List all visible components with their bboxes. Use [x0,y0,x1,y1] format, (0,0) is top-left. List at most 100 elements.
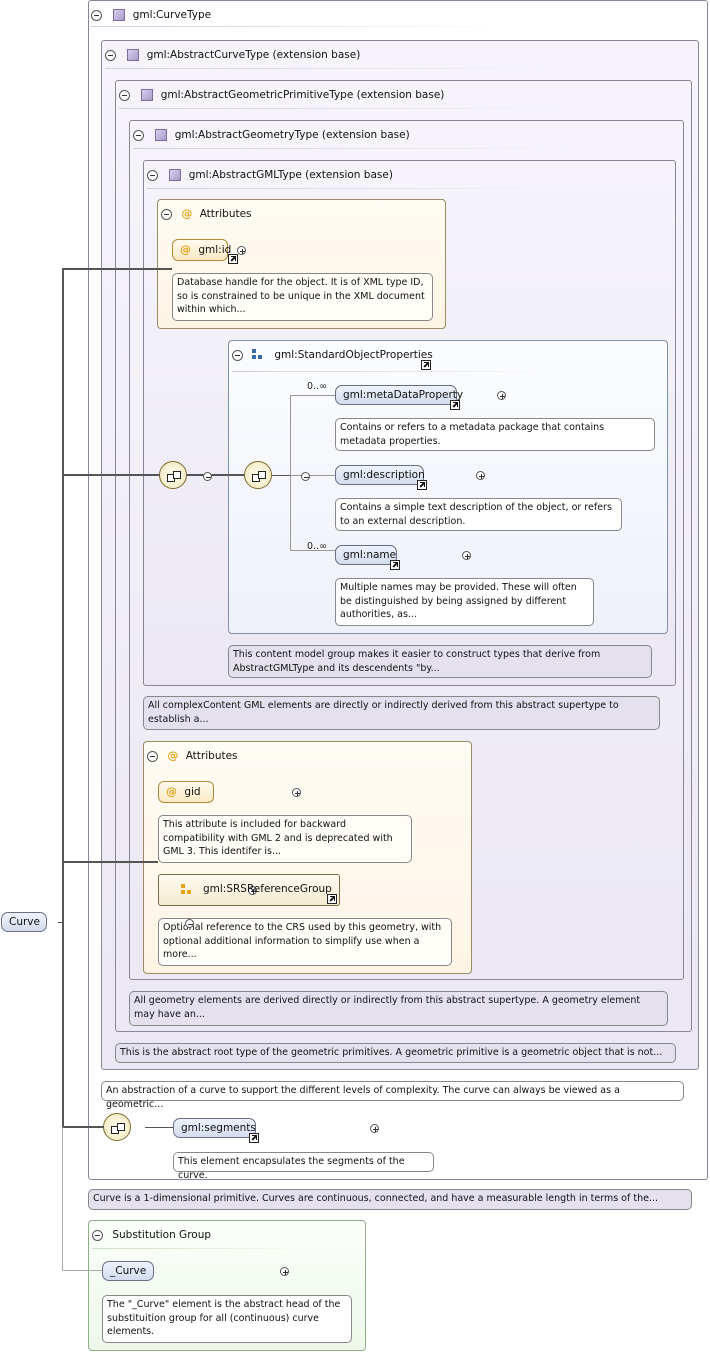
connector-line [186,474,246,476]
gid-label: gid [184,786,201,798]
collapse-icon[interactable] [147,750,158,762]
collapse-icon[interactable] [147,169,158,181]
connector-line [62,268,64,1128]
curvetype-title: gml:CurveType [132,9,212,21]
description-doc: Contains a simple text description of th… [335,498,622,531]
divider [105,68,555,69]
name-element[interactable]: gml:name [335,545,397,565]
divider [91,26,511,27]
abstract-geometry-doc: All geometry elements are derived direct… [129,991,668,1026]
attribute-icon: @ [181,207,193,220]
collapse-icon[interactable] [232,349,243,361]
collapse-icon[interactable] [184,918,194,928]
complex-type-icon [155,129,168,141]
divider [92,1248,312,1249]
collapse-icon[interactable] [133,129,144,141]
link-arrow-icon[interactable] [327,894,337,904]
connector-line [62,474,160,476]
gml-id-label: gml:id [198,244,232,256]
sequence-icon[interactable] [244,461,272,489]
curve-head-element[interactable]: _Curve [102,1261,154,1281]
collapse-icon[interactable] [203,471,213,481]
complex-type-icon [113,9,126,21]
expand-icon[interactable] [461,550,471,560]
abstract-gml-doc: All complexContent GML elements are dire… [143,696,660,730]
collapse-icon[interactable] [119,89,130,101]
gid-doc: This attribute is included for backward … [158,815,412,863]
attributes-title-2: Attributes [185,750,238,762]
link-arrow-icon[interactable] [421,360,431,370]
gml-id-doc: Database handle for the object. It is of… [172,273,433,321]
attribute-group-icon [181,884,193,896]
collapse-icon[interactable] [161,208,172,220]
group-icon [252,349,264,361]
sequence-icon[interactable] [103,1113,131,1141]
connector-line [272,475,290,476]
expand-icon[interactable] [497,390,507,400]
connector-line [62,268,172,270]
link-arrow-icon[interactable] [390,560,400,570]
expand-icon[interactable] [248,885,258,895]
attribute-icon: @ [166,785,177,798]
expand-icon[interactable] [280,1266,290,1276]
expand-icon[interactable] [237,245,246,255]
segments-element[interactable]: gml:segments [173,1118,256,1138]
std-props-group-doc: This content model group makes it easier… [228,645,652,678]
abstract-primitive-doc: This is the abstract root type of the ge… [115,1043,676,1063]
substitution-group-header[interactable]: Substitution Group [92,1228,211,1242]
collapse-icon[interactable] [91,9,102,21]
attributes-header-2[interactable]: @ Attributes [147,749,238,763]
substitution-group-title: Substitution Group [112,1229,212,1241]
srs-group-label: gml:SRSReferenceGroup [203,883,332,895]
connector-line [62,1270,102,1271]
abstract-curve-doc: An abstraction of a curve to support the… [101,1081,684,1110]
description-element[interactable]: gml:description [335,465,425,485]
abstract-geometry-header[interactable]: gml:AbstractGeometryType (extension base… [133,128,410,142]
sequence-icon[interactable] [159,461,187,489]
divider [147,188,567,189]
abstract-primitive-title: gml:AbstractGeometricPrimitiveType (exte… [160,89,445,101]
metadata-property-element[interactable]: gml:metaDataProperty [335,385,463,405]
connector-line [145,1127,175,1128]
abstract-gml-title: gml:AbstractGMLType (extension base) [188,169,393,181]
complex-type-icon [141,89,154,101]
connector-line [62,861,158,863]
attribute-icon: @ [167,749,179,762]
abstract-gml-header[interactable]: gml:AbstractGMLType (extension base) [147,168,393,182]
connector-line [290,475,336,476]
connector-line [290,395,291,550]
link-arrow-icon[interactable] [450,400,460,410]
curve-root-element[interactable]: Curve [1,912,47,932]
name-doc: Multiple names may be provided. These wi… [335,578,594,626]
collapse-icon[interactable] [300,471,310,481]
expand-icon[interactable] [292,787,302,797]
std-props-header[interactable]: gml:StandardObjectProperties [232,348,433,362]
gid-attribute[interactable]: @ gid [158,781,214,803]
collapse-icon[interactable] [105,49,116,61]
gml-id-attribute[interactable]: @ gml:id [172,239,232,261]
curve-doc: Curve is a 1-dimensional primitive. Curv… [88,1189,692,1210]
divider [232,371,562,372]
link-arrow-icon[interactable] [249,1133,259,1143]
abstract-primitive-header[interactable]: gml:AbstractGeometricPrimitiveType (exte… [119,88,444,102]
connector-line [58,922,63,923]
std-props-title: gml:StandardObjectProperties [274,349,433,361]
attributes-title: Attributes [199,208,252,220]
complex-type-icon [127,49,140,61]
divider [119,108,569,109]
expand-icon[interactable] [370,1123,380,1133]
attributes-header[interactable]: @ Attributes [161,207,252,221]
link-arrow-icon[interactable] [228,254,238,264]
occurs-label: 0..∞ [307,541,327,552]
connector-line [290,550,336,551]
abstract-curve-header[interactable]: gml:AbstractCurveType (extension base) [105,48,360,62]
abstract-geometry-title: gml:AbstractGeometryType (extension base… [174,129,410,141]
connector-line [62,1127,63,1270]
substitution-doc: The "_Curve" element is the abstract hea… [102,1295,352,1343]
metadata-property-doc: Contains or refers to a metadata package… [335,418,655,451]
link-arrow-icon[interactable] [417,480,427,490]
expand-icon[interactable] [476,470,486,480]
collapse-icon[interactable] [92,1229,103,1241]
divider [133,148,583,149]
curvetype-header[interactable]: gml:CurveType [91,8,211,22]
